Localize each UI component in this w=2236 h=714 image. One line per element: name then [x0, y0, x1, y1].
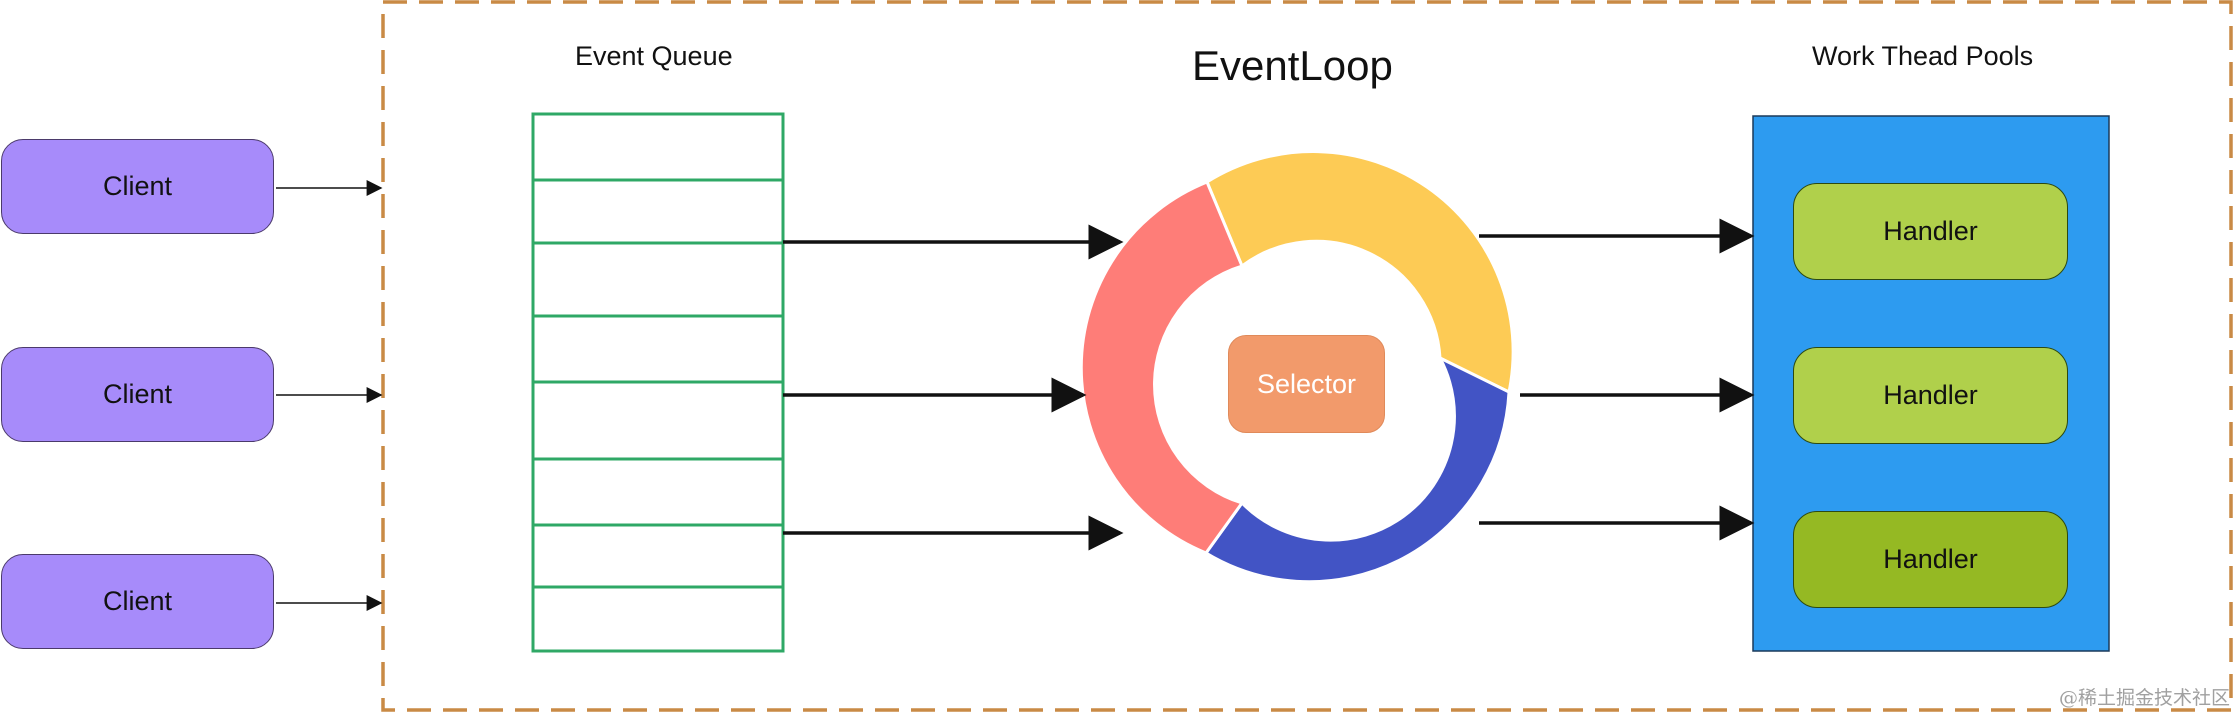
ring-segment-yellow: [1205, 150, 1515, 395]
selector-node: Selector: [1228, 335, 1385, 433]
event-queue: [531, 112, 785, 653]
event-loop-ring: [1079, 150, 1515, 584]
event-queue-title: Event Queue: [575, 41, 733, 71]
handler-node: Handler: [1793, 183, 2068, 280]
server-boundary: [381, 0, 2233, 712]
handler-node: Handler: [1793, 347, 2068, 444]
work-pool-title: Work Thead Pools: [1812, 41, 2034, 71]
handler-node: Handler: [1793, 511, 2068, 608]
client-node: Client: [1, 554, 274, 649]
ring-segment-red: [1079, 180, 1245, 555]
watermark-text: @稀土掘金技术社区: [2058, 687, 2230, 709]
client-node: Client: [1, 347, 274, 442]
ring-segment-blue: [1203, 354, 1511, 584]
client-node: Client: [1, 139, 274, 234]
event-loop-title: EventLoop: [1192, 42, 1393, 89]
